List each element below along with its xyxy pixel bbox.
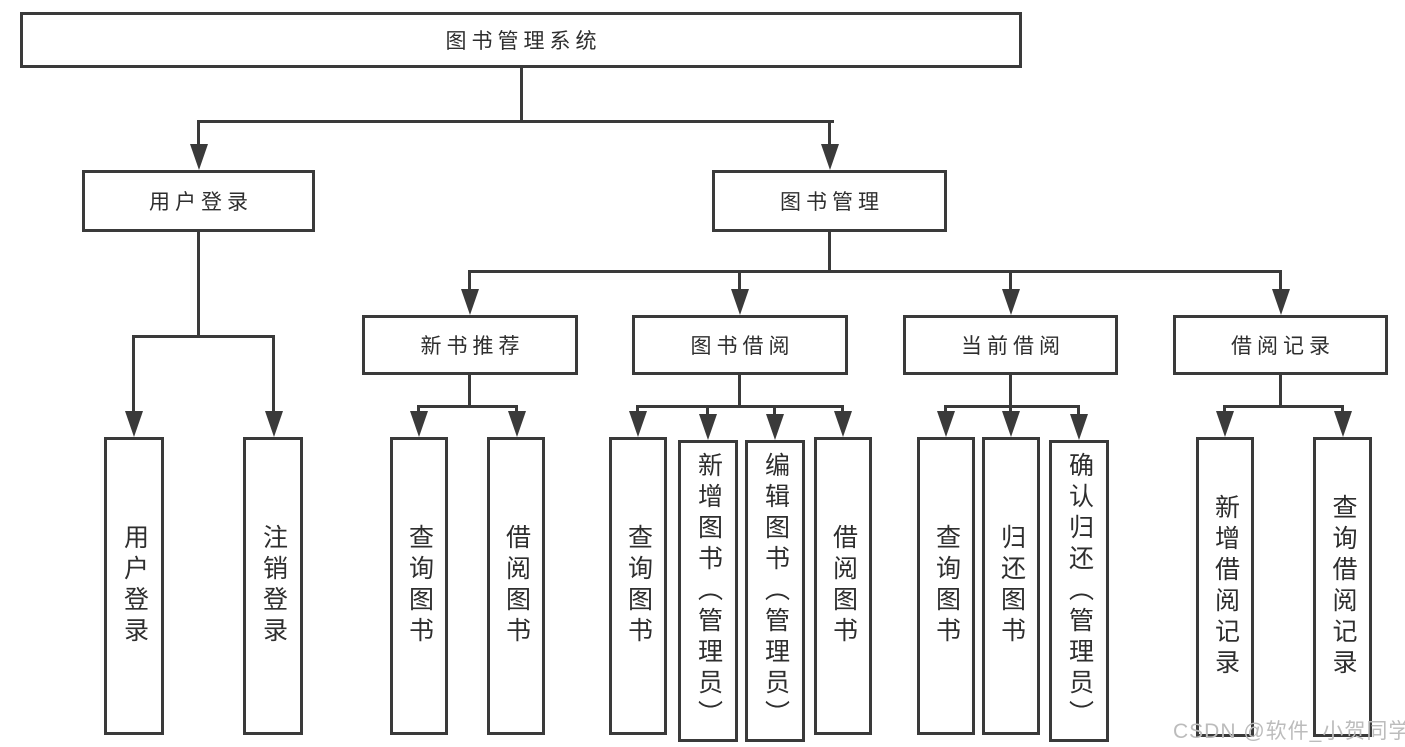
connector-line: [197, 120, 200, 147]
node-root: 图书管理系统: [20, 12, 1022, 68]
leaf-borrow-query-book: 查询图书: [609, 437, 667, 735]
leaf-recommend-borrow-book: 借阅图书: [487, 437, 545, 735]
node-book-management: 图书管理: [712, 170, 947, 232]
connector-line: [197, 232, 200, 335]
connector-line: [944, 405, 947, 415]
connector-line: [1077, 405, 1080, 418]
arrow-down-icon: [730, 289, 749, 315]
connector-line: [1223, 405, 1226, 415]
connector-line: [468, 375, 471, 407]
connector-line: [841, 405, 844, 415]
leaf-confirm-return-admin: 确认归还（管理员）: [1049, 440, 1109, 742]
leaf-query-borrow-record: 查询借阅记录: [1313, 437, 1372, 737]
node-book-borrow: 图书借阅: [632, 315, 848, 375]
connector-line: [636, 405, 844, 408]
connector-line: [132, 335, 275, 338]
arrow-down-icon: [765, 414, 784, 440]
connector-line: [468, 270, 471, 293]
arrow-down-icon: [189, 144, 208, 170]
connector-line: [773, 405, 776, 418]
arrow-down-icon: [264, 411, 283, 437]
connector-line: [636, 405, 639, 415]
leaf-current-query-book: 查询图书: [917, 437, 975, 735]
connector-line: [520, 68, 523, 122]
arrow-down-icon: [1069, 414, 1088, 440]
arrow-down-icon: [1333, 411, 1352, 437]
connector-line: [1009, 270, 1012, 293]
connector-line: [944, 405, 1080, 408]
connector-line: [197, 120, 834, 123]
leaf-add-borrow-record: 新增借阅记录: [1196, 437, 1254, 737]
connector-line: [515, 405, 518, 415]
node-user-login: 用户登录: [82, 170, 315, 232]
arrow-down-icon: [460, 289, 479, 315]
arrow-down-icon: [124, 411, 143, 437]
leaf-logout: 注销登录: [243, 437, 303, 735]
connector-line: [738, 270, 741, 293]
csdn-watermark: CSDN @软件_小贺同学: [1173, 720, 1405, 743]
connector-line: [828, 232, 831, 272]
connector-line: [132, 335, 135, 415]
connector-line: [1341, 405, 1344, 415]
node-current-borrow: 当前借阅: [903, 315, 1118, 375]
connector-line: [1279, 270, 1282, 293]
arrow-down-icon: [409, 411, 428, 437]
leaf-edit-book-admin: 编辑图书（管理员）: [745, 440, 805, 742]
connector-line: [417, 405, 420, 415]
arrow-down-icon: [628, 411, 647, 437]
connector-line: [468, 270, 1282, 273]
arrow-down-icon: [507, 411, 526, 437]
connector-line: [828, 120, 831, 147]
connector-line: [1009, 405, 1012, 415]
leaf-recommend-query-book: 查询图书: [390, 437, 448, 735]
leaf-borrow-book: 借阅图书: [814, 437, 872, 735]
node-borrow-records: 借阅记录: [1173, 315, 1388, 375]
arrow-down-icon: [1001, 289, 1020, 315]
arrow-down-icon: [1215, 411, 1234, 437]
arrow-down-icon: [936, 411, 955, 437]
connector-line: [417, 405, 518, 408]
connector-line: [706, 405, 709, 418]
connector-line: [738, 375, 741, 407]
leaf-add-book-admin: 新增图书（管理员）: [678, 440, 738, 742]
arrow-down-icon: [698, 414, 717, 440]
leaf-return-book: 归还图书: [982, 437, 1040, 735]
arrow-down-icon: [1271, 289, 1290, 315]
arrow-down-icon: [820, 144, 839, 170]
connector-line: [1279, 375, 1282, 407]
node-new-book-recommend: 新书推荐: [362, 315, 578, 375]
connector-line: [1223, 405, 1344, 408]
arrow-down-icon: [833, 411, 852, 437]
arrow-down-icon: [1001, 411, 1020, 437]
connector-line: [1009, 375, 1012, 407]
connector-line: [272, 335, 275, 415]
leaf-user-login: 用户登录: [104, 437, 164, 735]
